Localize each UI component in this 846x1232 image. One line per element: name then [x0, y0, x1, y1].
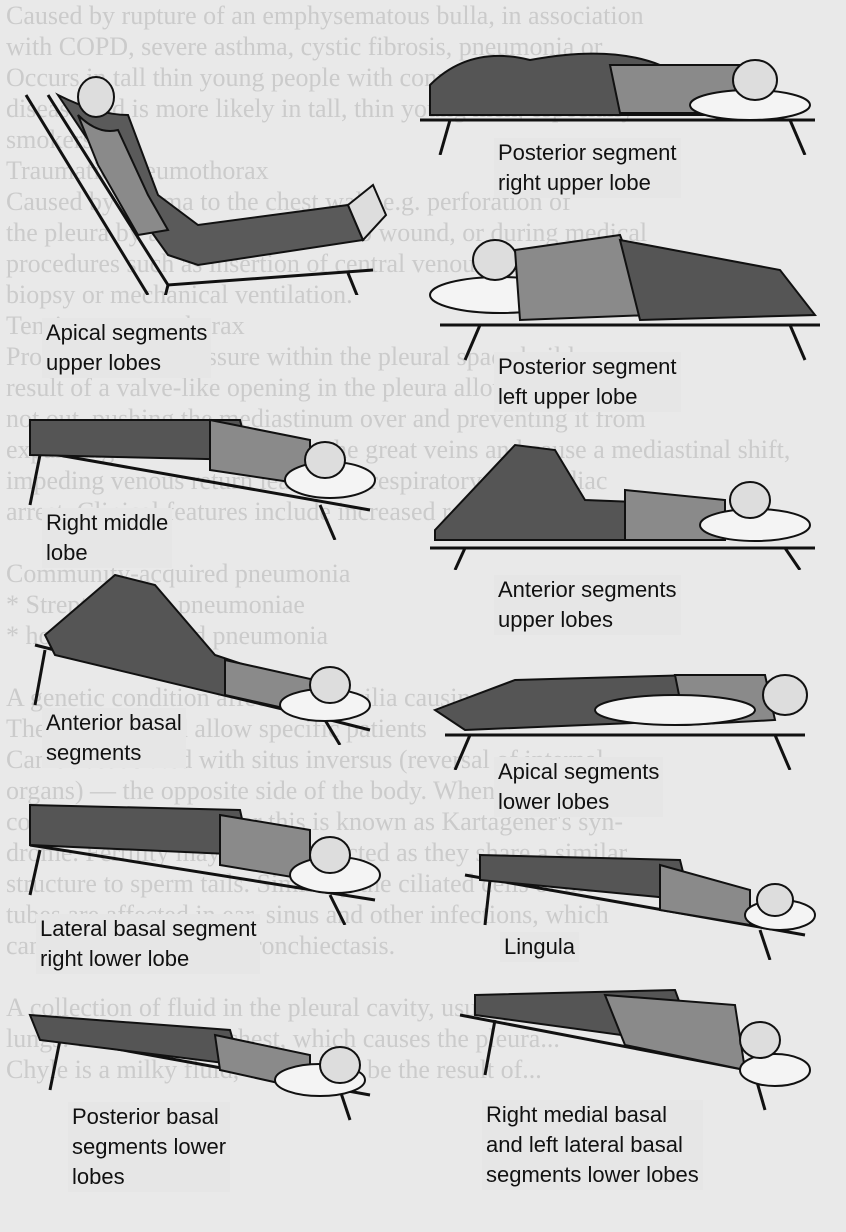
illustration-posterior-left-upper: [420, 225, 830, 365]
caption-lateral-basal-right: Lateral basal segment right lower lobe: [36, 914, 260, 974]
illustration-medial-lateral-basal: [455, 975, 825, 1115]
illustration-apical-lower: [425, 640, 815, 770]
illustration-apical-upper: [18, 55, 388, 295]
illustration-posterior-right-upper: [410, 25, 830, 155]
caption-right-middle: Right middle lobe: [42, 508, 172, 568]
caption-lingula: Lingula: [500, 932, 579, 962]
caption-apical-upper: Apical segments upper lobes: [42, 318, 211, 378]
caption-medial-lateral-basal: Right medial basal and left lateral basa…: [482, 1100, 703, 1190]
caption-anterior-basal: Anterior basal segments: [42, 708, 186, 768]
caption-posterior-right-upper: Posterior segment right upper lobe: [494, 138, 681, 198]
caption-posterior-basal: Posterior basal segments lower lobes: [68, 1102, 230, 1192]
caption-anterior-upper: Anterior segments upper lobes: [494, 575, 681, 635]
illustration-lateral-basal-right: [20, 795, 390, 925]
caption-apical-lower: Apical segments lower lobes: [494, 757, 663, 817]
illustration-anterior-upper: [425, 430, 825, 570]
caption-posterior-left-upper: Posterior segment left upper lobe: [494, 352, 681, 412]
